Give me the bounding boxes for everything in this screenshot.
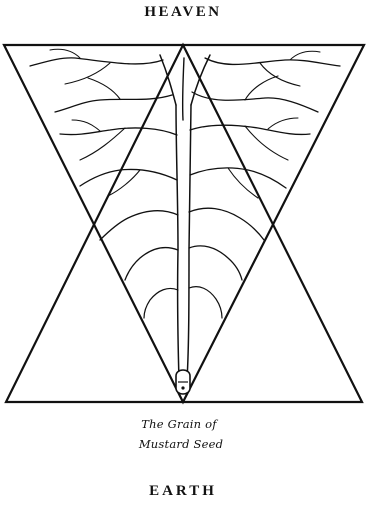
branch-right-3 (190, 125, 310, 134)
seed-dot (181, 386, 184, 389)
upward-triangle (6, 45, 362, 402)
branch-right-4a (228, 168, 258, 198)
twig-left-b (72, 120, 100, 131)
branch-right-4 (190, 168, 286, 188)
earth-label: EARTH (0, 483, 366, 500)
twig-right-a (290, 51, 320, 60)
twig-right-b (268, 118, 298, 129)
caption-line-1: The Grain of (0, 417, 362, 431)
tree (30, 49, 340, 380)
branch-right-3a (245, 126, 288, 160)
branch-left-1a (65, 63, 110, 84)
branch-left-2a (88, 78, 120, 99)
tree-trunk-right (187, 105, 191, 380)
branch-right-1 (205, 58, 340, 66)
branch-left-6 (125, 248, 178, 280)
branch-left-4a (108, 170, 140, 196)
tree-crown-center (183, 58, 184, 120)
branch-right-5 (189, 208, 264, 240)
branch-right-1a (260, 63, 300, 86)
tree-trunk-left (176, 105, 179, 380)
branch-left-1 (30, 58, 163, 66)
branch-left-7 (144, 288, 178, 318)
twig-left-a (50, 49, 80, 58)
branch-left-4 (80, 169, 177, 186)
branch-right-2a (245, 76, 278, 100)
branch-right-6 (189, 246, 242, 280)
branch-left-5 (100, 211, 178, 240)
caption-line-2: Mustard Seed (0, 437, 364, 451)
branch-right-7 (189, 287, 222, 318)
downward-triangle (4, 45, 364, 402)
